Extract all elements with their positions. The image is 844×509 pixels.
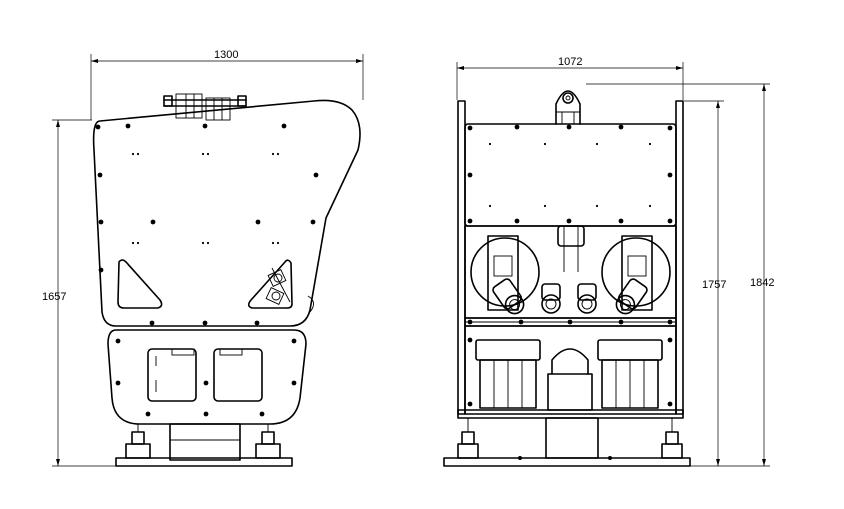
dimension-width-left: 1300 (90, 49, 364, 120)
base-right (443, 417, 691, 467)
right-box (597, 339, 663, 409)
right-triangle-window (247, 259, 293, 309)
left-frame-rail (457, 100, 466, 415)
right-reel (601, 235, 671, 311)
left-triangle-window (117, 259, 163, 309)
bolt-dots-right (467, 124, 673, 460)
lower-window-right (213, 348, 263, 402)
lifting-eye (555, 90, 581, 125)
left-box (475, 339, 541, 409)
bolt-dots-left (95, 123, 319, 417)
lower-housing-left (107, 329, 307, 425)
dimension-label-right-outer-height: 1842 (750, 277, 774, 289)
dimension-height-right-inner: 1757 (684, 100, 726, 466)
lower-cavity (464, 325, 677, 415)
side-knob (307, 295, 314, 313)
dimension-label-right-inner-height: 1757 (702, 279, 726, 291)
dimension-width-right: 1072 (456, 56, 684, 100)
dimension-label-left-height: 1657 (42, 291, 66, 303)
upper-housing-left (92, 99, 361, 327)
dimension-label-left-width: 1300 (214, 49, 238, 61)
center-column (557, 225, 585, 272)
dimension-height-left: 1657 (42, 119, 120, 467)
dimension-height-right-outer: 1842 (586, 83, 774, 467)
top-panel (464, 123, 677, 227)
top-bracket (163, 93, 247, 121)
handle (547, 348, 593, 411)
side-view: 1300 1657 (42, 49, 364, 467)
window-mechanism (265, 267, 291, 305)
left-reel (470, 235, 540, 311)
lower-window-left (147, 348, 197, 402)
dimension-label-right-width: 1072 (558, 56, 582, 68)
right-frame-rail (675, 100, 684, 415)
base-left (115, 423, 293, 467)
nozzle-group (492, 278, 648, 315)
front-view: 1072 1757 1842 (443, 56, 774, 467)
